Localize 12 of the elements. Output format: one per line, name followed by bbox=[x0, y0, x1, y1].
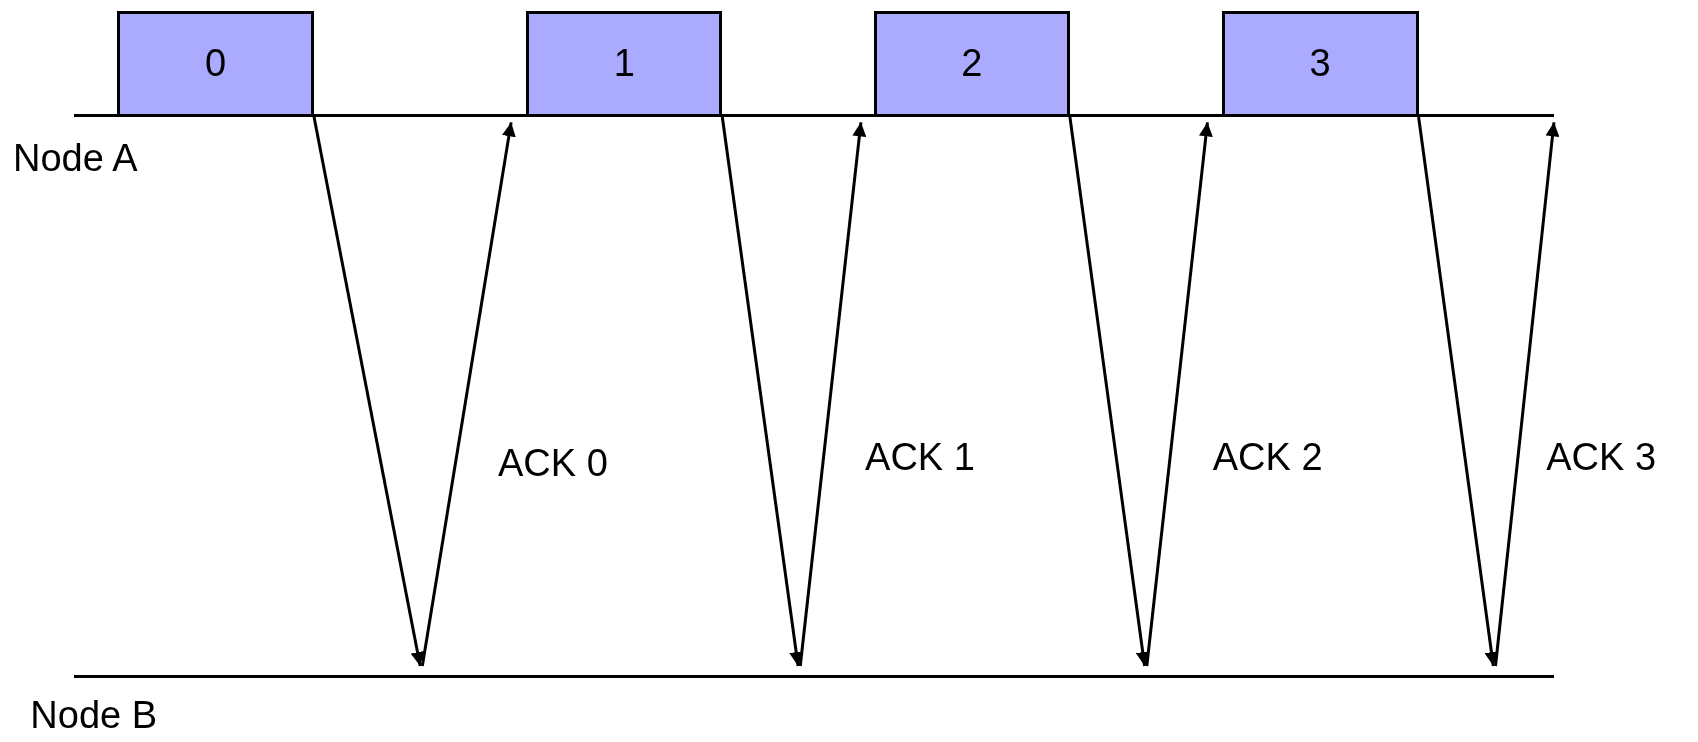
arrow bbox=[1145, 122, 1213, 667]
arrow bbox=[420, 122, 516, 667]
frame-box: 0 bbox=[116, 10, 315, 117]
frame-box: 2 bbox=[873, 10, 1070, 117]
arrow bbox=[1068, 116, 1150, 667]
timeline-label: Node A bbox=[13, 136, 138, 180]
arrow bbox=[798, 122, 867, 667]
frame-box: 3 bbox=[1221, 10, 1419, 117]
arrow bbox=[312, 116, 425, 667]
timeline-label: Node B bbox=[30, 694, 158, 738]
arrow bbox=[1494, 122, 1560, 667]
frame-box: 1 bbox=[526, 10, 723, 117]
